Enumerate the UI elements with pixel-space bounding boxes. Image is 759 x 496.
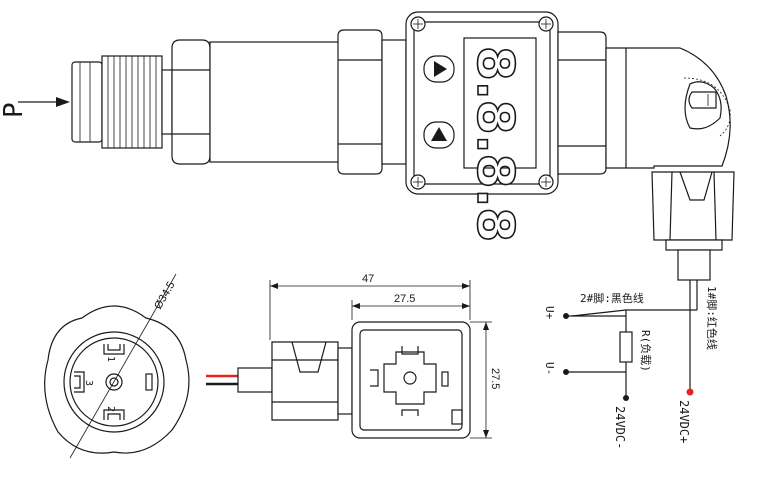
side-body <box>351 321 471 439</box>
screw-bl <box>410 174 426 190</box>
pin-2-label: 2 <box>105 406 116 412</box>
pin-1-label: 1 <box>105 356 116 362</box>
pin-2 <box>103 409 125 420</box>
diameter-label: Ø34.5 <box>152 280 177 312</box>
v-plus-label: 24VDC+ <box>677 400 691 443</box>
ground-pin <box>145 373 153 391</box>
u-plus-label: U+ <box>543 306 556 320</box>
cable-gland <box>651 171 735 241</box>
connector-side-view: 47 27.5 27.5 <box>206 273 501 439</box>
pin-3 <box>74 371 85 393</box>
cable-sheath <box>677 249 711 281</box>
up-arrow-icon <box>434 61 447 77</box>
right-clamp <box>557 31 607 175</box>
left-clamp <box>337 29 383 175</box>
v-minus-label: 24VDC- <box>613 406 627 449</box>
load-label: R(负载) <box>639 330 653 372</box>
connector-face-view: 1 2 3 Ø34.5 <box>44 273 190 459</box>
screw-tl <box>410 16 426 32</box>
cutaway-section <box>684 81 722 130</box>
screw-tr <box>538 16 554 32</box>
side-gland <box>271 341 339 421</box>
dim-27-5-height: 27.5 <box>489 368 501 389</box>
side-pin-1 <box>401 346 419 355</box>
pin-1 <box>103 344 125 355</box>
pin1-label: 1#脚:红色线 <box>705 286 719 350</box>
u-minus-label: U- <box>543 362 556 375</box>
load-resistor <box>619 331 633 363</box>
lcd-digits: 8.8.8.8 <box>466 46 524 242</box>
side-pin-3 <box>370 369 379 387</box>
pressure-arrowhead <box>56 97 70 107</box>
down-arrow-icon <box>431 127 447 141</box>
side-pin-2 <box>401 409 419 416</box>
screw-br <box>538 174 554 190</box>
pin-3-label: 3 <box>83 380 94 386</box>
dim-27-5-width: 27.5 <box>394 293 415 305</box>
lcd-screen <box>463 37 537 169</box>
contact-block <box>383 351 437 405</box>
right-housing <box>605 47 731 169</box>
v-plus-terminal <box>686 388 694 396</box>
pin2-label: 2#脚:黑色线 <box>580 291 644 305</box>
u-plus-terminal <box>563 313 569 319</box>
wiring-diagram: 2#脚:黑色线 1#脚:红色线 U+ U- R(负载) 24VDC- 24VDC… <box>543 286 719 449</box>
v-minus-terminal <box>623 395 629 401</box>
transmitter-body: P <box>0 11 735 392</box>
diameter-leader <box>69 273 177 459</box>
dim-47: 47 <box>362 273 374 285</box>
hex-nut <box>171 39 211 165</box>
u-minus-terminal <box>563 369 569 375</box>
fitting-tip <box>71 61 103 143</box>
pressure-label: P <box>0 102 29 118</box>
main-tube <box>209 41 341 163</box>
